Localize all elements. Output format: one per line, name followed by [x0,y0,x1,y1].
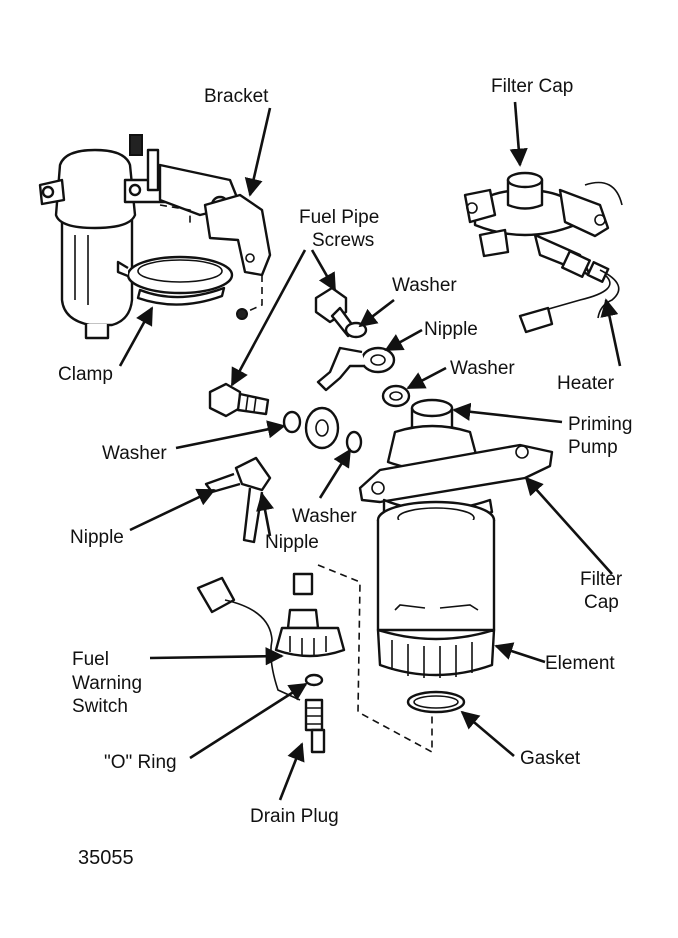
label-nipple-middle: Nipple [265,532,319,553]
label-drain-plug: Drain Plug [250,806,339,827]
label-heater: Heater [557,373,615,394]
drain-plug [304,698,326,754]
label-fuel-warning-switch-line3: Switch [72,696,128,717]
sedimenter-assembly [38,134,242,340]
label-fuel-warning-switch-line1: Fuel [72,649,109,670]
label-washer-left: Washer [102,443,167,464]
callout-labels: Bracket Filter Cap Fuel Pipe Screws Wash… [58,76,632,869]
o-ring [304,673,324,687]
filter-cap-top [463,171,623,258]
label-fuel-pipe-screws-line1: Fuel Pipe [299,207,379,228]
assembly-guide-line [317,564,433,754]
label-filter-cap-line1: Filter [580,569,623,590]
leader-arrows [118,101,622,801]
label-bracket: Bracket [204,86,269,107]
label-washer-top: Washer [392,275,457,296]
label-element: Element [545,653,615,674]
label-priming-pump-line1: Priming [568,414,632,435]
label-fuel-warning-switch-line2: Warning [72,673,142,694]
bracket [203,193,272,320]
label-nipple-top: Nipple [424,319,478,340]
heater [518,233,620,334]
washer-right-upper [381,384,411,408]
nipple-left [204,456,272,544]
fuel-warning-switch [196,572,346,701]
label-washer-right: Washer [450,358,515,379]
nipple-lower-banjo [304,406,340,450]
filter-element [376,500,496,678]
label-priming-pump-line2: Pump [568,437,618,458]
label-clamp: Clamp [58,364,113,385]
label-nipple-left: Nipple [70,527,124,548]
label-fuel-pipe-screws-line2: Screws [312,230,374,251]
label-gasket: Gasket [520,748,581,769]
gasket [406,690,466,714]
label-filter-cap-top: Filter Cap [491,76,573,97]
nipple-upper [316,346,396,392]
figure-number: 35055 [78,847,134,869]
washer-middle [345,430,363,454]
fuel-pipe-screw-lower [208,382,270,418]
washer-lower [282,410,302,434]
label-filter-cap-line2: Cap [584,592,619,613]
clamp [116,255,234,306]
label-washer-middle: Washer [292,506,357,527]
label-o-ring: "O" Ring [104,752,177,773]
